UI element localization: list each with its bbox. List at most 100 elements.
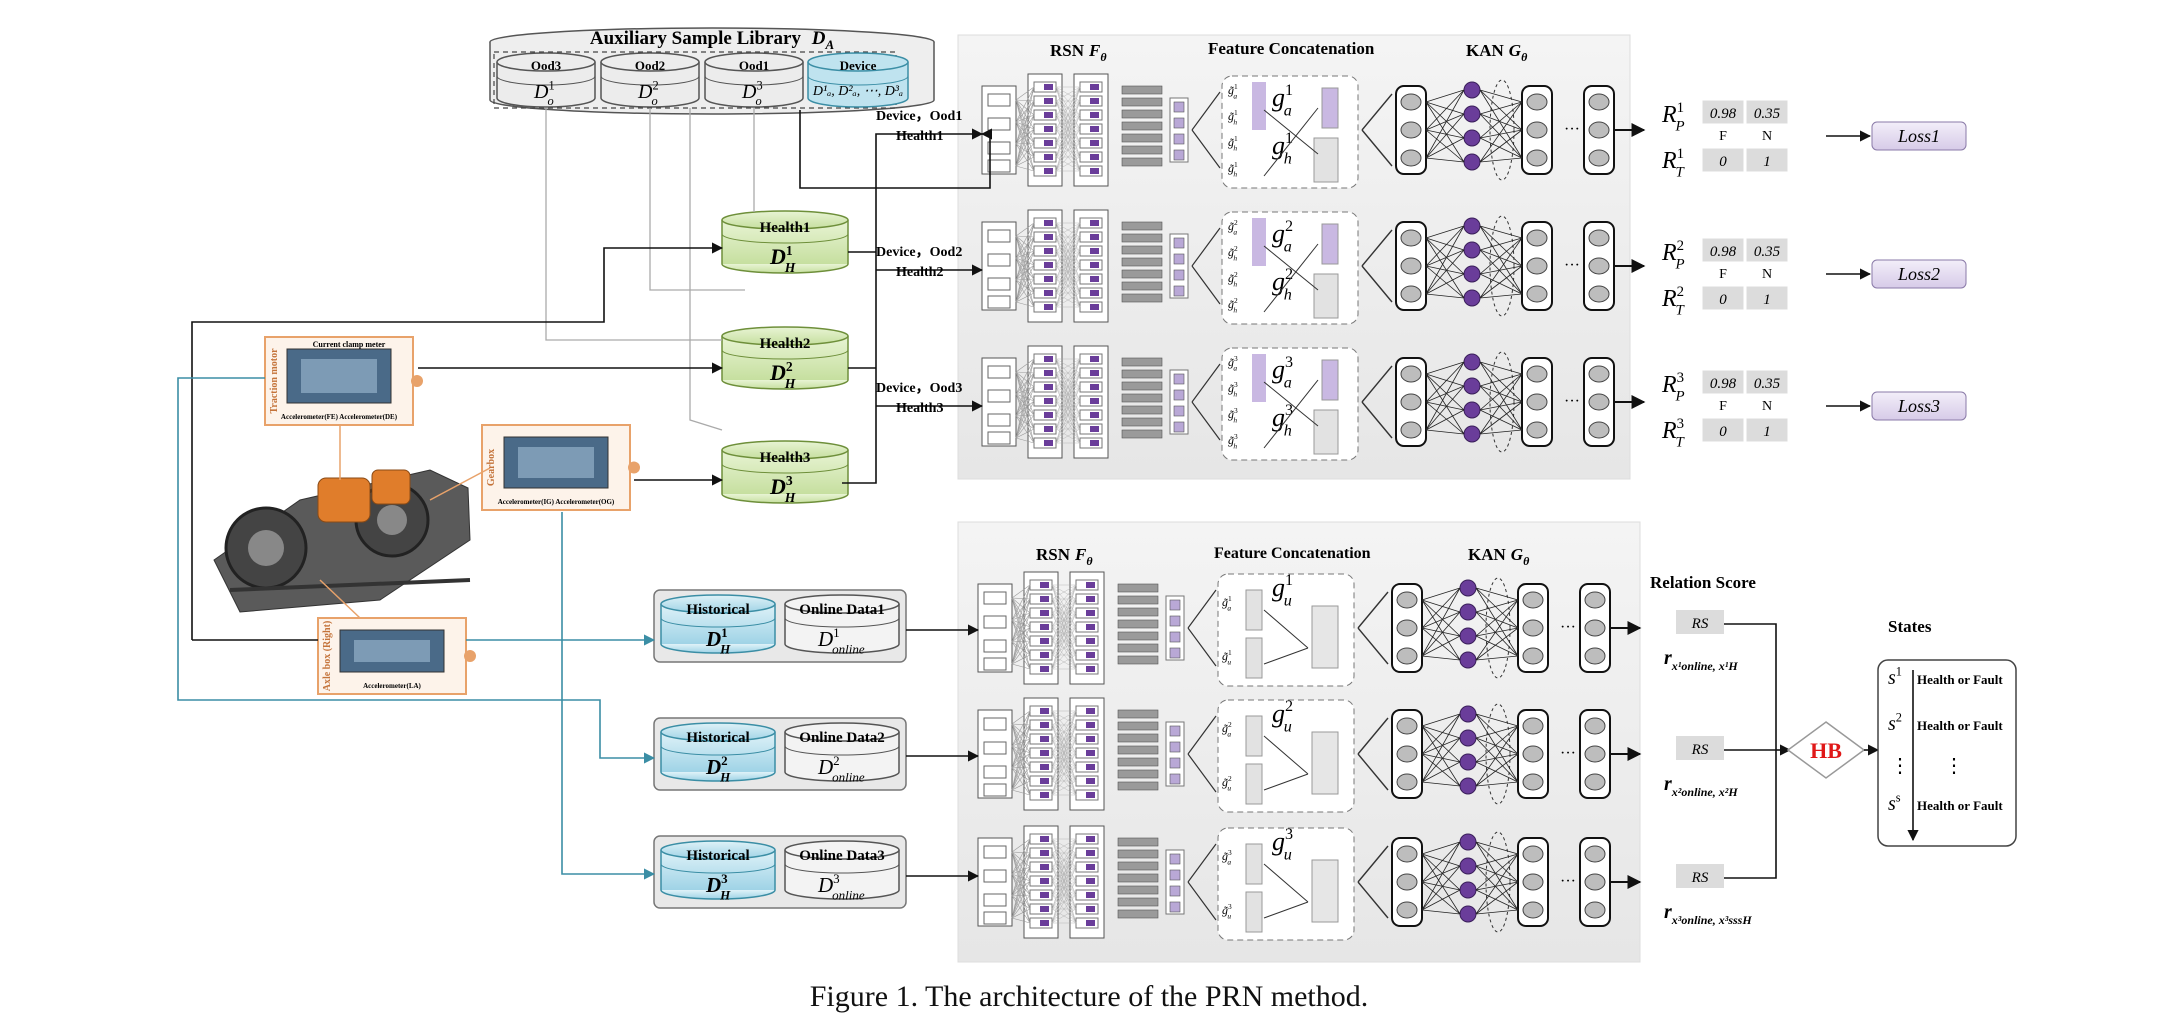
historical-db-label: Historical [686,730,749,746]
library-gray-line-1 [545,108,722,341]
state-symbol-3: ss [1888,791,1901,815]
rs-label: RS [1691,616,1709,632]
rig-bottom-label: Accelerometer(LA) [363,682,421,690]
col-label-f: F [1719,267,1727,282]
figure-caption: Figure 1. The architecture of the PRN me… [809,980,1369,1013]
states-box [1877,659,2017,847]
historical-db-label: Historical [686,848,749,864]
rt-value-1: 0 [1719,424,1727,440]
col-label-f: F [1719,129,1727,144]
bogie-photo [202,448,474,616]
library-cell-label: Ood2 [635,58,665,73]
relation-score-symbol: rx²online, x²H [1664,773,1738,799]
loss-box [1871,121,1967,151]
state-text-1: Health or Fault [1917,672,2003,687]
online-db-label: Online Data3 [799,848,884,864]
online-db-label: Online Data1 [799,602,884,618]
relation-score-symbol: rx³online, x³sssH [1664,901,1752,927]
kan-ellipsis: ··· [1564,393,1580,410]
kan-ellipsis: ··· [1560,745,1576,762]
state-symbol-2: s2 [1888,711,1902,735]
input-label-line2: Health3 [896,401,943,416]
rs-label: RS [1691,742,1709,758]
loss-label: Loss2 [1897,264,1940,284]
state-symbol-1: s1 [1888,665,1902,689]
col-label-n: N [1762,399,1772,414]
library-cell-label: Ood3 [531,58,562,73]
rig-top-label: Current clamp meter [313,340,386,349]
input-label-line1: Device，Ood2 [876,245,962,260]
library-gray-line-4 [689,108,723,431]
rig-side-label: Gearbox [486,449,497,486]
rig-bottom-label: Accelerometer(IG) Accelerometer(OG) [498,498,615,506]
input-label-line1: Device，Ood1 [876,109,962,124]
loss-label: Loss3 [1897,396,1940,416]
rt-value-2: 1 [1763,154,1771,170]
kan-ellipsis: ··· [1560,619,1576,636]
relation-score-title: Relation Score [1650,573,1756,592]
col-label-n: N [1762,267,1772,282]
input-label-line2: Health1 [896,129,943,144]
axle-box: Axle box (Right)Accelerometer(LA) [317,617,476,695]
kan-ellipsis: ··· [1564,257,1580,274]
kan-ellipsis: ··· [1560,873,1576,890]
rig-bottom-label: Accelerometer(FE) Accelerometer(DE) [281,413,398,421]
health-db-label: Health1 [760,220,811,236]
online-db-label: Online Data2 [799,730,884,746]
historical-db-label: Historical [686,602,749,618]
rig-side-label: Traction motor [269,348,280,414]
rp-value-2: 0.35 [1754,244,1781,260]
state-ellipsis-2: ⋮ [1944,755,1964,777]
state-ellipsis-1: ⋮ [1890,755,1910,777]
rp-value-1: 0.98 [1710,376,1737,392]
health-db-label: Health2 [760,336,811,352]
